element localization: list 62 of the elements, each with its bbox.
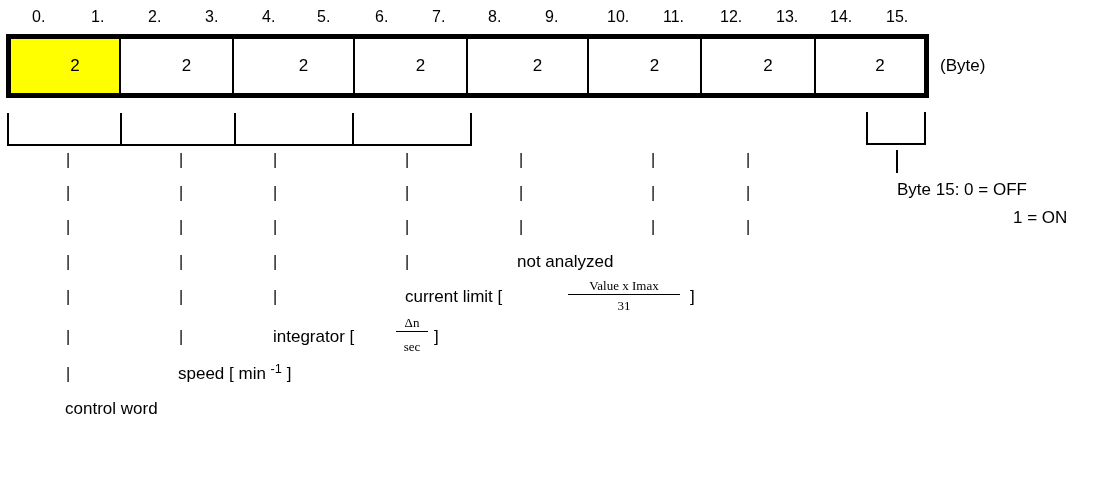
- pipe-mark: |: [746, 150, 751, 170]
- pipe-mark: |: [66, 252, 71, 272]
- unit-label: (Byte): [940, 56, 986, 76]
- pipe-mark: |: [746, 183, 751, 203]
- byte-cell: 2: [11, 39, 121, 93]
- fraction-denominator: 31: [616, 298, 632, 314]
- pipe-mark: |: [746, 217, 751, 237]
- pipe-mark: |: [66, 287, 71, 307]
- field-description: speed [ min $^{-1}$ ]: [178, 364, 292, 384]
- pipe-mark: |: [66, 183, 71, 203]
- pipe-mark: |: [66, 150, 71, 170]
- byte-index: 6.: [375, 8, 389, 26]
- byte-index: 15.: [886, 8, 909, 26]
- field-description: ]: [690, 287, 695, 307]
- pipe-mark: |: [651, 217, 656, 237]
- pipe-mark: |: [66, 364, 71, 384]
- byte-index: 8.: [488, 8, 502, 26]
- field-description: ]: [434, 327, 439, 347]
- byte-index: 4.: [262, 8, 276, 26]
- byte-index: 3.: [205, 8, 219, 26]
- fraction-numerator: Value x Imax: [568, 278, 680, 295]
- pipe-mark: |: [405, 183, 410, 203]
- byte-index: 2.: [148, 8, 162, 26]
- pipe-mark: |: [179, 252, 184, 272]
- pipe-mark: |: [179, 327, 184, 347]
- byte-index: 1.: [91, 8, 105, 26]
- byte-index: 12.: [720, 8, 743, 26]
- pipe-mark: |: [273, 287, 278, 307]
- pipe-mark: |: [273, 217, 278, 237]
- pipe-mark: |: [179, 217, 184, 237]
- fraction-numerator: Δn: [396, 315, 428, 332]
- pipe-mark: |: [66, 327, 71, 347]
- byte-index: 14.: [830, 8, 853, 26]
- pipe-mark: |: [179, 183, 184, 203]
- note-text: 1 = ON: [1013, 208, 1068, 228]
- pipe-mark: |: [273, 252, 278, 272]
- pipe-mark: |: [405, 150, 410, 170]
- byte-index: 9.: [545, 8, 559, 26]
- byte-index: 11.: [663, 8, 685, 26]
- byte-index: 5.: [317, 8, 331, 26]
- pipe-mark: |: [651, 150, 656, 170]
- field-description: control word: [65, 399, 158, 419]
- byte-index: 7.: [432, 8, 446, 26]
- byte-index: 13.: [776, 8, 799, 26]
- note-text: Byte 15: 0 = OFF: [897, 180, 1027, 200]
- pipe-mark: |: [519, 183, 524, 203]
- pipe-mark: |: [179, 287, 184, 307]
- field-description: not analyzed: [517, 252, 614, 272]
- byte-index: 10.: [607, 8, 630, 26]
- field-description: current limit [: [405, 287, 503, 307]
- pipe-mark: |: [179, 150, 184, 170]
- pipe-mark: |: [519, 150, 524, 170]
- byte-index: 0.: [32, 8, 46, 26]
- pipe-mark: |: [66, 217, 71, 237]
- pipe-mark: |: [273, 150, 278, 170]
- pipe-mark: |: [651, 183, 656, 203]
- field-description: integrator [: [273, 327, 355, 347]
- pipe-mark: |: [405, 252, 410, 272]
- fraction-denominator: sec: [402, 339, 422, 355]
- pipe-mark: |: [273, 183, 278, 203]
- pipe-mark: |: [519, 217, 524, 237]
- pipe-mark: |: [405, 217, 410, 237]
